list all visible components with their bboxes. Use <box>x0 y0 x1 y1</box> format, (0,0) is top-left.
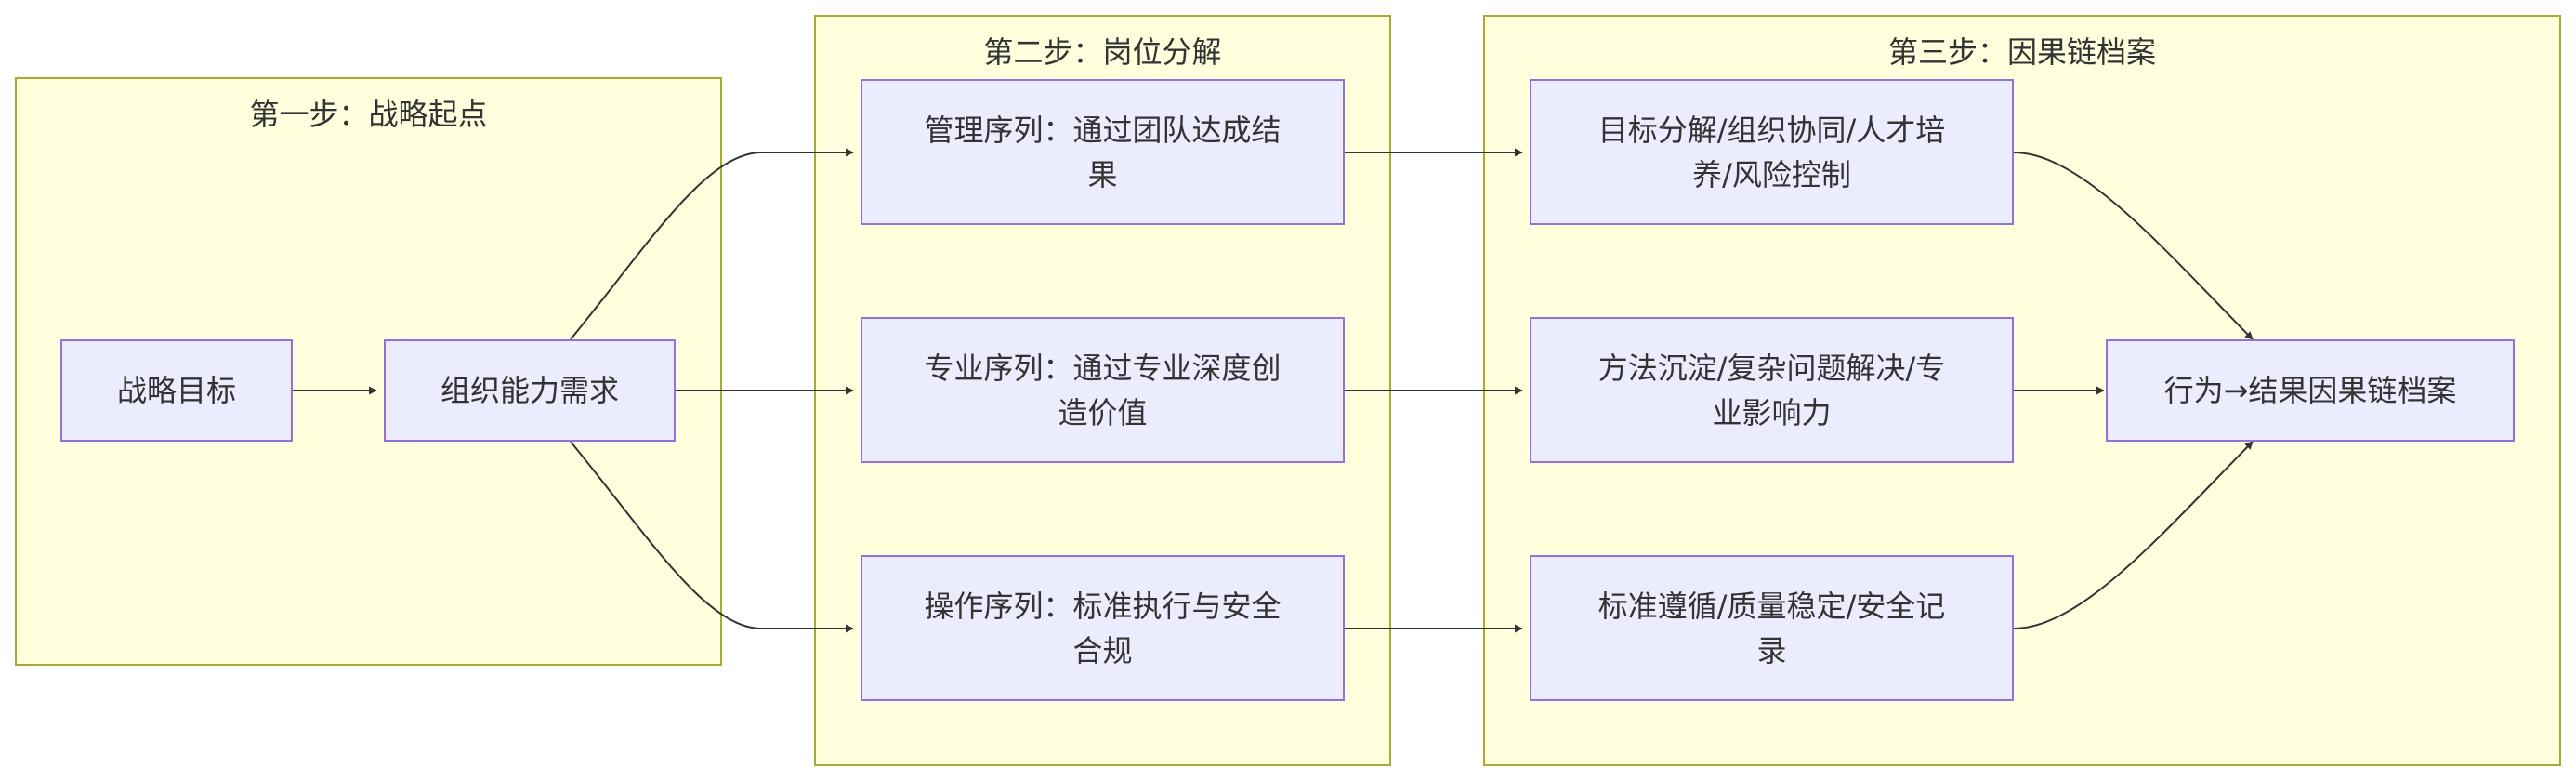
edge-org-capability-to-management-seq <box>570 148 854 340</box>
node-professional-sequence: 专业序列：通过专业深度创造价值 <box>861 317 1345 463</box>
node-professional-evidence: 方法沉淀/复杂问题解决/专业影响力 <box>1530 317 2014 463</box>
node-operation-sequence-label: 操作序列：标准执行与安全合规 <box>924 588 1281 668</box>
edge-org-capability-to-operation-seq <box>570 441 854 633</box>
edge-operation-evidence-to-archive <box>2013 441 2254 629</box>
node-operation-evidence: 标准遵循/质量稳定/安全记录 <box>1530 555 2014 701</box>
node-causal-chain-archive-label: 行为→结果因果链档案 <box>2163 373 2457 408</box>
node-professional-evidence-label: 方法沉淀/复杂问题解决/专业影响力 <box>1597 350 1946 430</box>
node-management-sequence: 管理序列：通过团队达成结果 <box>861 79 1345 225</box>
node-management-evidence: 目标分解/组织协同/人才培养/风险控制 <box>1530 79 2014 225</box>
node-operation-evidence-label: 标准遵循/质量稳定/安全记录 <box>1597 588 1946 668</box>
cluster-step3-title: 第三步：因果链档案 <box>1887 34 2156 70</box>
node-org-capability-label: 组织能力需求 <box>440 373 619 408</box>
node-strategic-goal-label: 战略目标 <box>116 373 236 408</box>
node-strategic-goal: 战略目标 <box>60 339 293 442</box>
node-causal-chain-archive: 行为→结果因果链档案 <box>2106 339 2515 442</box>
cluster-step2-title: 第二步：岗位分解 <box>983 34 1222 70</box>
node-management-sequence-label: 管理序列：通过团队达成结果 <box>924 112 1281 192</box>
node-management-evidence-label: 目标分解/组织协同/人才培养/风险控制 <box>1597 112 1946 192</box>
edge-management-evidence-to-archive <box>2013 152 2254 340</box>
node-org-capability: 组织能力需求 <box>384 339 676 442</box>
node-operation-sequence: 操作序列：标准执行与安全合规 <box>861 555 1345 701</box>
cluster-step1-title: 第一步：战略起点 <box>249 97 488 132</box>
node-professional-sequence-label: 专业序列：通过专业深度创造价值 <box>924 350 1281 430</box>
